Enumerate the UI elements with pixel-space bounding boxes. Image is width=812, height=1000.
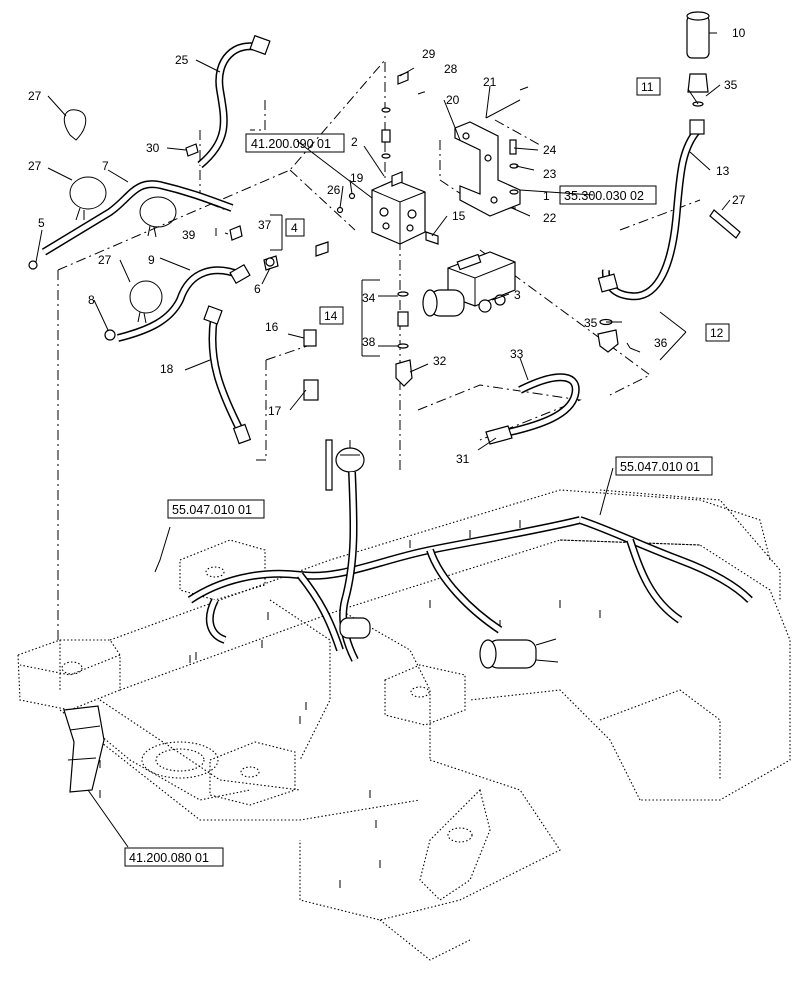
callout-10: 10: [732, 26, 746, 40]
hose-25: [197, 34, 271, 169]
callout-35-top: 35: [724, 78, 738, 92]
cable-ties: [63, 109, 741, 324]
callout-28: 28: [444, 62, 458, 76]
callout-33: 33: [510, 347, 524, 361]
callout-20: 20: [446, 93, 460, 107]
callout-5: 5: [38, 216, 45, 230]
filler-hose: [63, 705, 105, 793]
sensor-cable: [325, 439, 371, 662]
leader-lines: [35, 32, 731, 848]
callout-21: 21: [483, 75, 497, 89]
callout-27-a: 27: [28, 89, 42, 103]
callout-27-c: 27: [98, 253, 112, 267]
callout-35-bottom: 35: [584, 316, 598, 330]
callout-2: 2: [351, 135, 358, 149]
ref-35-300-030: 35.300.030 02: [564, 189, 644, 203]
ref-55-047-010-left: 55.047.010 01: [172, 503, 252, 517]
callout-15: 15: [452, 209, 466, 223]
callout-13: 13: [716, 164, 730, 178]
callout-36: 36: [654, 336, 668, 350]
callout-16: 16: [265, 320, 279, 334]
callout-18: 18: [160, 362, 174, 376]
callout-26: 26: [327, 183, 341, 197]
hose-9: [117, 263, 251, 342]
callout-8: 8: [88, 293, 95, 307]
callout-7: 7: [102, 159, 109, 173]
callout-17: 17: [268, 404, 282, 418]
group-4: 4: [291, 221, 298, 235]
pump-motor: [422, 251, 516, 317]
starter-motor: [479, 638, 559, 669]
callout-37: 37: [258, 218, 272, 232]
callout-29: 29: [422, 47, 436, 61]
callout-27-b: 27: [28, 159, 42, 173]
hose-18: [203, 305, 252, 445]
ref-55-047-010-right: 55.047.010 01: [620, 460, 700, 474]
callout-25: 25: [175, 53, 189, 67]
mounting-bracket: [454, 121, 521, 217]
chassis-frame: [17, 489, 791, 961]
callout-32: 32: [433, 354, 447, 368]
group-boxes: 4 11 12 14: [285, 77, 730, 342]
callout-3: 3: [514, 288, 521, 302]
callout-9: 9: [148, 253, 155, 267]
callout-1: 1: [543, 189, 550, 203]
callout-34: 34: [362, 291, 376, 305]
group-14: 14: [324, 309, 338, 323]
callout-23: 23: [543, 167, 557, 181]
group-12: 12: [710, 326, 724, 340]
callout-27-right: 27: [732, 193, 746, 207]
callout-39: 39: [182, 228, 196, 242]
filler-cap: [686, 11, 710, 59]
callout-38: 38: [362, 335, 376, 349]
callout-31: 31: [456, 452, 470, 466]
ref-41-200-080: 41.200.080 01: [129, 851, 209, 865]
callout-labels: 10 35 13 27 35 36 29 28 21 20 24 23 1 22…: [28, 26, 746, 466]
group-11: 11: [641, 80, 654, 94]
callout-22: 22: [543, 211, 557, 225]
callout-6: 6: [254, 282, 261, 296]
ref-41-200-090: 41.200.090 01: [251, 137, 331, 151]
hose-13: [597, 127, 702, 301]
hose-7: [41, 180, 234, 256]
reference-boxes: 41.200.090 01 35.300.030 02 55.047.010 0…: [124, 133, 713, 867]
breather-fitting: [597, 73, 709, 353]
callout-30: 30: [146, 141, 160, 155]
harness-wiring: [187, 516, 753, 652]
hardware: [28, 71, 529, 401]
callout-19: 19: [350, 171, 364, 185]
callout-24: 24: [543, 143, 557, 157]
valve-block: [371, 171, 426, 245]
hose-33: [485, 373, 580, 445]
